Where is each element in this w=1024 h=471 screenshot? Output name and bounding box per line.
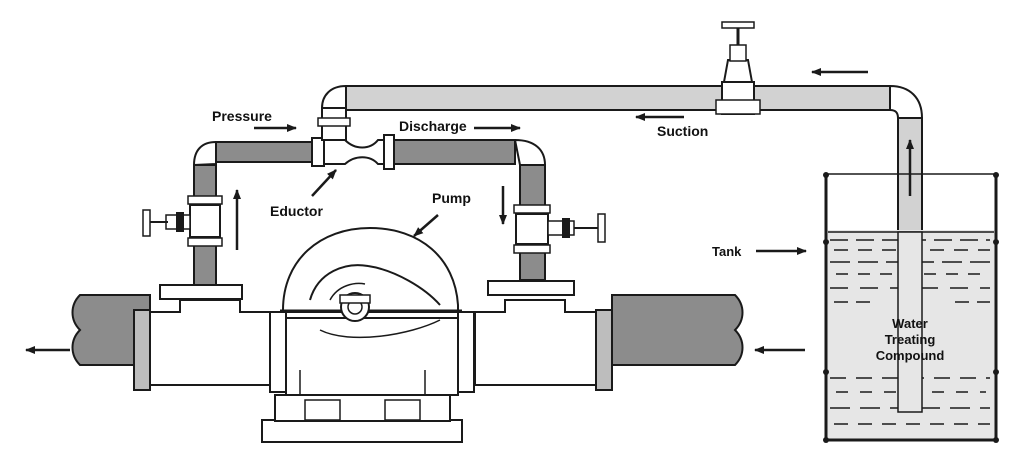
arrow-pump	[413, 214, 439, 237]
tank-label: Tank	[712, 244, 742, 259]
suction-valve	[715, 21, 761, 115]
pressure-riser	[187, 140, 317, 286]
pressure-label: Pressure	[212, 108, 272, 124]
pump-label: Pump	[432, 190, 471, 206]
pump	[261, 226, 463, 443]
compound-label-line3: Compound	[876, 348, 945, 363]
suction-tee	[149, 284, 287, 393]
eductor-label: Eductor	[270, 203, 323, 219]
flow-arrows	[25, 68, 914, 354]
suction-label: Suction	[657, 123, 708, 139]
arrow-eductor	[311, 169, 337, 197]
compound-label-line2: Treating	[885, 332, 936, 347]
main-pipe-left	[71, 294, 151, 391]
right-valve	[547, 213, 606, 243]
compound-label-line1: Water	[892, 316, 928, 331]
eductor	[311, 107, 395, 170]
discharge-tee	[457, 280, 597, 393]
tank	[823, 172, 999, 443]
main-pipe-right	[595, 294, 744, 391]
left-valve	[142, 209, 191, 237]
discharge-label: Discharge	[399, 118, 467, 134]
